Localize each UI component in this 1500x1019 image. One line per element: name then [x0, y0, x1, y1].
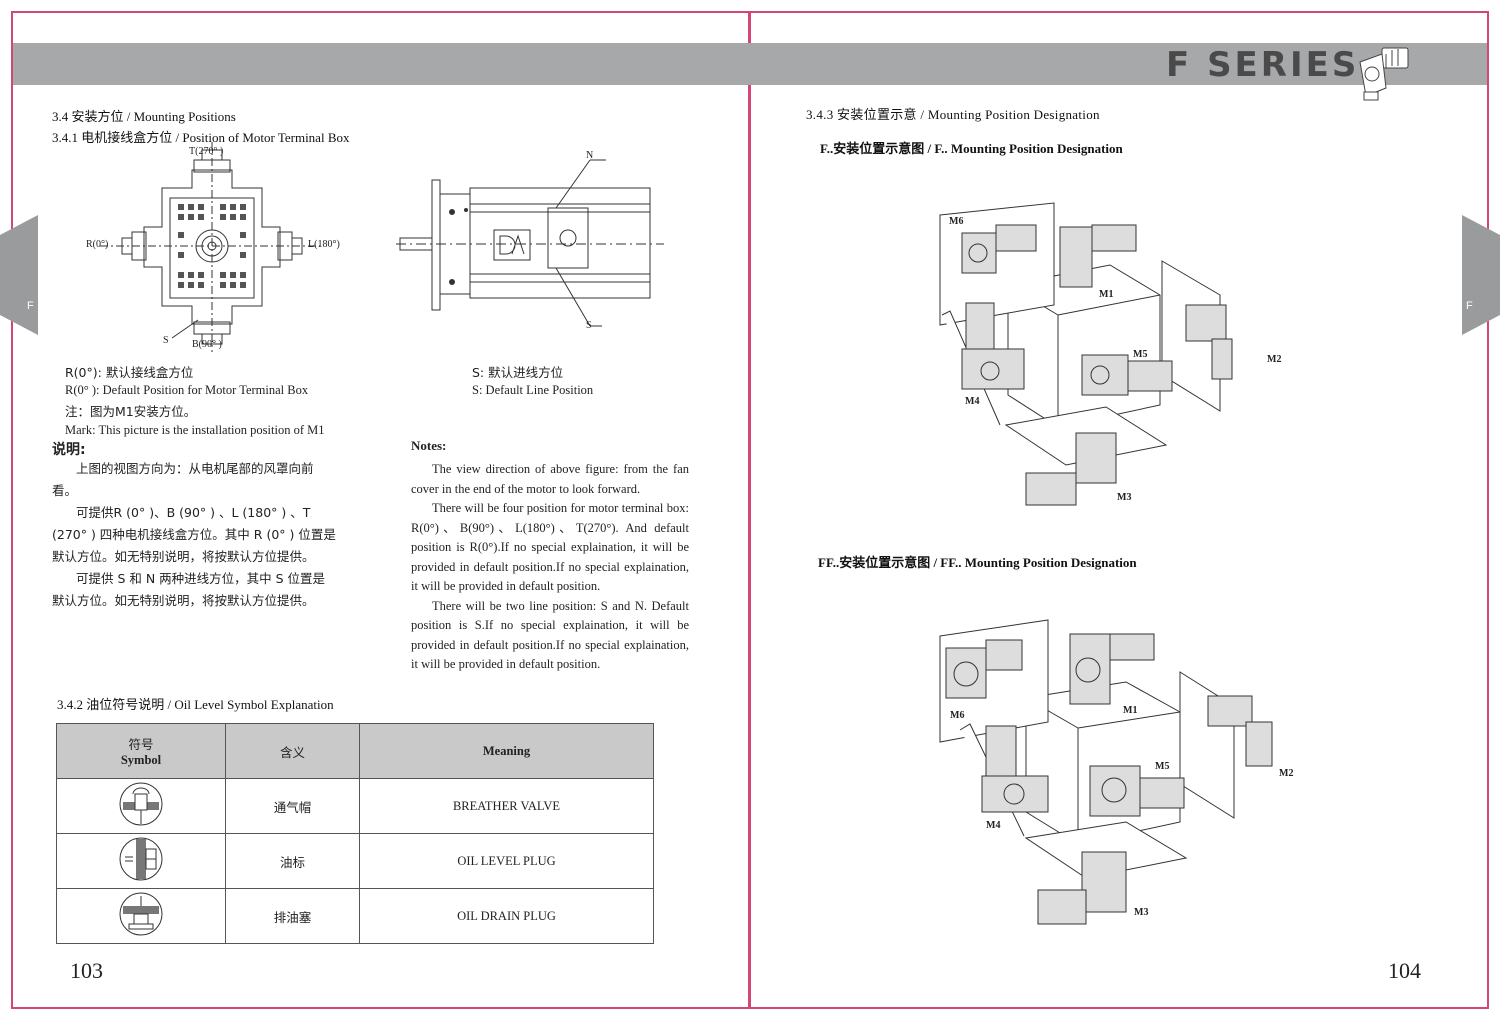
f-mounting-title: F..安装位置示意图 / F.. Mounting Position Desig…: [820, 141, 1123, 156]
oil-level-plug-zh: 油标: [225, 833, 360, 889]
f-label-m3: M3: [1117, 492, 1132, 503]
notes-para-3: There will be two line position: S and N…: [411, 598, 689, 672]
explain-para-2: 可提供R (0° )、B (90° ) 、L (180° ) 、T (270° …: [52, 505, 336, 564]
oil-table-title: 3.4.2 油位符号说明 / Oil Level Symbol Explanat…: [57, 697, 334, 712]
table-header-row: 符号 Symbol 含义 Meaning: [56, 723, 654, 779]
motor-side-view-diagram: [396, 159, 664, 327]
right-side-tab: F: [1462, 215, 1500, 335]
caption-mark-en: Mark: This picture is the installation p…: [65, 423, 325, 437]
oil-symbol-table: 符号 Symbol 含义 Meaning 通气帽 BREATHER VALVE: [56, 723, 654, 944]
right-page-frame: [749, 11, 1489, 1009]
caption-s-en: S: Default Line Position: [472, 383, 594, 397]
gearmotor-logo-icon: [1359, 47, 1409, 101]
oil-level-plug-icon: [119, 837, 163, 881]
page-number-right: 104: [1388, 958, 1421, 983]
ff-label-m4: M4: [986, 820, 1001, 831]
page-number-left: 103: [70, 958, 103, 983]
oil-level-plug-symbol-cell: [56, 833, 226, 889]
caption-mark-zh: 注：图为M1安装方位。: [65, 404, 197, 419]
label-b-90: B(90° ): [192, 339, 222, 350]
label-t-270: T(270° ): [189, 146, 224, 157]
explain-body: 上图的视图方向为：从电机尾部的风罩向前看。 可提供R (0° )、B (90° …: [52, 458, 337, 612]
label-s-left: S: [163, 335, 169, 346]
table-row: 油标 OIL LEVEL PLUG: [56, 833, 654, 889]
label-n: N: [586, 150, 594, 161]
left-side-tab: F: [0, 215, 38, 335]
breather-valve-en: BREATHER VALVE: [359, 778, 654, 834]
caption-s-zh: S: 默认进线方位: [472, 365, 564, 380]
ff-label-m5: M5: [1155, 761, 1170, 772]
notes-para-1: The view direction of above figure: from…: [411, 462, 689, 496]
f-label-m2: M2: [1267, 354, 1282, 365]
f-label-m1: M1: [1099, 289, 1114, 300]
f-label-m6: M6: [949, 216, 964, 227]
ff-label-m3: M3: [1134, 907, 1149, 918]
oil-drain-plug-icon: [119, 892, 163, 936]
table-row: 通气帽 BREATHER VALVE: [56, 778, 654, 834]
series-title: F SERIES: [1166, 45, 1360, 85]
header-symbol-en: Symbol: [120, 753, 162, 767]
header-symbol: 符号 Symbol: [56, 723, 226, 779]
explain-para-3: 可提供 S 和 N 两种进线方位，其中 S 位置是默认方位。如无特别说明，将按默…: [52, 571, 326, 608]
terminal-box-diagram: [100, 142, 320, 352]
section-title-3-4-3: 3.4.3 安装位置示意 / Mounting Position Designa…: [806, 107, 1100, 122]
ff-mounting-title: FF..安装位置示意图 / FF.. Mounting Position Des…: [818, 555, 1137, 570]
subsection-title-3-4-1: 3.4.1 电机接线盒方位 / Position of Motor Termin…: [52, 130, 350, 145]
left-tab-label: F: [27, 300, 34, 312]
f-mounting-diagram: [939, 202, 1233, 506]
label-s-right: S: [586, 320, 592, 331]
header-meaning-en: Meaning: [359, 723, 654, 779]
caption-r-en: R(0° ): Default Position for Motor Termi…: [65, 383, 309, 397]
header-symbol-zh: 符号: [128, 737, 154, 752]
label-l-180: L(180°): [308, 239, 340, 250]
ff-mounting-diagram: [939, 619, 1273, 925]
ff-label-m6: M6: [950, 710, 965, 721]
f-label-m4: M4: [965, 396, 980, 407]
f-label-m5: M5: [1133, 349, 1148, 360]
ff-label-m2: M2: [1279, 768, 1294, 779]
oil-level-plug-en: OIL LEVEL PLUG: [359, 833, 654, 889]
section-title-3-4: 3.4 安装方位 / Mounting Positions: [52, 109, 236, 124]
table-row: 排油塞 OIL DRAIN PLUG: [56, 888, 654, 944]
notes-para-2: There will be four position for motor te…: [411, 501, 689, 593]
breather-valve-symbol-cell: [56, 778, 226, 834]
breather-valve-icon: [119, 782, 163, 826]
caption-r-zh: R(0°): 默认接线盒方位: [65, 365, 194, 380]
label-r-0: R(0°): [86, 239, 109, 250]
oil-drain-plug-en: OIL DRAIN PLUG: [359, 888, 654, 944]
explain-para-1: 上图的视图方向为：从电机尾部的风罩向前看。: [52, 461, 314, 498]
right-tab-label: F: [1466, 300, 1473, 312]
oil-drain-plug-zh: 排油塞: [225, 888, 360, 944]
notes-body: The view direction of above figure: from…: [411, 460, 689, 675]
header-bar: [13, 43, 1487, 85]
header-meaning-zh: 含义: [225, 723, 360, 779]
explain-title: 说明:: [52, 442, 86, 458]
ff-label-m1: M1: [1123, 705, 1138, 716]
oil-drain-plug-symbol-cell: [56, 888, 226, 944]
breather-valve-zh: 通气帽: [225, 778, 360, 834]
notes-title: Notes:: [411, 438, 447, 453]
